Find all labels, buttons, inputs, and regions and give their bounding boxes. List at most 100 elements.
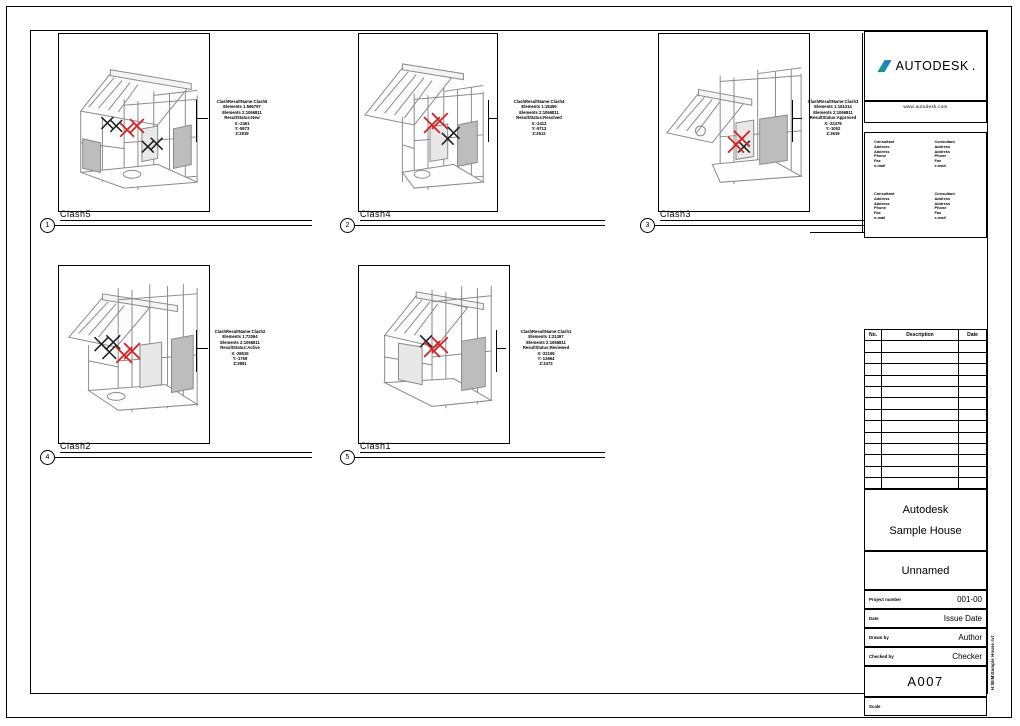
revision-row[interactable] [864, 374, 987, 387]
viewport-clash3[interactable] [658, 33, 810, 212]
revision-cell[interactable] [958, 374, 987, 387]
revision-cell[interactable] [958, 431, 987, 444]
revision-row[interactable] [864, 454, 987, 467]
view-bubble: 2 [340, 218, 355, 233]
revision-row[interactable] [864, 442, 987, 456]
revision-cell[interactable] [864, 363, 882, 376]
revision-cell[interactable] [881, 385, 959, 399]
revision-cell[interactable] [881, 374, 959, 387]
sheet-name-box: Unnamed [864, 551, 987, 590]
revision-row[interactable] [864, 420, 987, 433]
viewport-clash4[interactable] [358, 33, 498, 212]
revision-cell[interactable] [881, 340, 959, 353]
titleblock-divider [810, 232, 864, 233]
scale-box: Scale [864, 697, 987, 716]
revision-cell[interactable] [958, 408, 987, 422]
revision-header-row: No. Description Date [864, 328, 987, 342]
revision-cell[interactable] [881, 351, 959, 365]
revision-cell[interactable] [864, 340, 882, 353]
viewport-clash5[interactable] [58, 33, 210, 212]
owner-name: Autodesk [902, 503, 949, 516]
consultant-block-1: Consultant Address Address Phone Fax e-m… [874, 139, 895, 168]
revision-cell[interactable] [864, 385, 882, 399]
revision-row[interactable] [864, 408, 987, 422]
revision-row[interactable] [864, 340, 987, 353]
view-label: Clash5 [60, 209, 92, 219]
revision-col-description: Description [881, 328, 959, 342]
revision-row[interactable] [864, 431, 987, 444]
revision-row[interactable] [864, 477, 987, 490]
revision-cell[interactable] [958, 477, 987, 490]
sheet-border-outer [6, 6, 1012, 718]
revision-cell[interactable] [881, 420, 959, 433]
title-block: AUTODESK . www.autodesk.com Consultant A… [864, 31, 987, 716]
field-value: Author [958, 633, 982, 642]
revision-cell[interactable] [864, 397, 882, 410]
sheet-border-inner [30, 30, 988, 694]
revision-col-no: No. [864, 328, 882, 342]
revision-cell[interactable] [881, 477, 959, 490]
revision-cell[interactable] [881, 465, 959, 479]
autodesk-logo-icon [876, 59, 892, 72]
revision-cell[interactable] [958, 442, 987, 456]
viewport-clash2[interactable] [58, 265, 210, 444]
revision-row[interactable] [864, 465, 987, 479]
field-label: Project number [869, 597, 902, 602]
revision-cell[interactable] [881, 442, 959, 456]
revision-table: No. Description Date [864, 328, 987, 490]
clash-model-view-1 [79, 69, 198, 191]
view-label: Clash2 [60, 441, 92, 451]
revision-cell[interactable] [881, 408, 959, 422]
consultant-block-2: Consultant Address Address Phone Fax e-m… [934, 139, 955, 168]
revision-cell[interactable] [958, 351, 987, 365]
revision-cell[interactable] [881, 397, 959, 410]
revision-row[interactable] [864, 351, 987, 365]
clash-annotation-1: ClashResultName:Clash5 Elements 1:566797… [216, 99, 268, 137]
viewport-clash1[interactable] [358, 265, 510, 444]
autodesk-logo-box: AUTODESK . [864, 31, 987, 101]
view-bubble: 4 [40, 450, 55, 465]
revision-cell[interactable] [958, 397, 987, 410]
revision-cell[interactable] [864, 374, 882, 387]
field-label: Checked by [869, 654, 894, 659]
revision-cell[interactable] [881, 454, 959, 467]
project-name: Sample House [889, 524, 962, 537]
field-label: Date [869, 616, 879, 621]
revision-cell[interactable] [958, 363, 987, 376]
consultant-block-4: Consultant Address Address Phone Fax e-m… [934, 191, 955, 220]
view-bubble: 5 [340, 450, 355, 465]
revision-cell[interactable] [864, 431, 882, 444]
website-text: www.autodesk.com [903, 104, 948, 109]
revision-cell[interactable] [864, 477, 882, 490]
revision-cell[interactable] [958, 340, 987, 353]
revision-cell[interactable] [881, 431, 959, 444]
website-box: www.autodesk.com [864, 101, 987, 123]
revision-cell[interactable] [958, 385, 987, 399]
titleblock-divider-vertical [862, 33, 863, 232]
revision-cell[interactable] [864, 442, 882, 456]
revision-cell[interactable] [881, 363, 959, 376]
view-bubble: 1 [40, 218, 55, 233]
scale-label: Scale [869, 704, 881, 709]
revision-cell[interactable] [864, 408, 882, 422]
clash-model-view-4 [67, 283, 199, 413]
revision-col-date: Date [958, 328, 987, 342]
revision-cell[interactable] [958, 465, 987, 479]
revision-cell[interactable] [958, 420, 987, 433]
revision-cell[interactable] [864, 454, 882, 467]
revision-row[interactable] [864, 397, 987, 410]
revision-cell[interactable] [864, 351, 882, 365]
revision-cell[interactable] [864, 420, 882, 433]
clash-model-view-5 [382, 285, 493, 409]
file-path-label: H:\BIM\Sample House.rvt [990, 635, 995, 690]
view-label: Clash1 [360, 441, 392, 451]
clash-annotation-3: ClashResultName:Clash3 Elements 1:161314… [807, 99, 859, 137]
revision-cell[interactable] [864, 465, 882, 479]
revision-row[interactable] [864, 363, 987, 376]
field-value: Checker [952, 652, 982, 661]
revision-row[interactable] [864, 385, 987, 399]
clash-annotation-5: ClashResultName:Clash1 Elements 1:21397 … [520, 329, 572, 367]
field-checked-by: Checked by Checker [864, 647, 987, 666]
revision-cell[interactable] [958, 454, 987, 467]
